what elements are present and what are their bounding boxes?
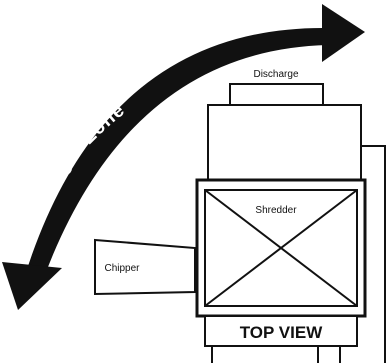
side-rail — [360, 145, 386, 363]
chipper: Chipper — [94, 238, 196, 296]
shredder-label: Shredder — [255, 205, 297, 216]
shredder-inner-frame — [204, 189, 358, 307]
chipper-chute — [94, 238, 196, 296]
arrowhead-right — [322, 4, 365, 62]
shredder-label-background — [246, 202, 306, 216]
upper-housing — [207, 104, 362, 182]
chipper-label: Chipper — [104, 263, 140, 274]
shredder: Shredder — [195, 178, 367, 318]
top-view-caption: TOP VIEW — [204, 315, 358, 347]
shredder-diagonal-2 — [204, 189, 358, 307]
discharge-label: Discharge — [253, 69, 298, 80]
discharge-box — [229, 83, 324, 107]
arrowhead-left — [2, 262, 62, 310]
base-legs — [211, 346, 341, 363]
discharge: Discharge — [229, 69, 324, 107]
top-view-box — [204, 315, 358, 347]
danger-zone-arc — [22, 27, 328, 288]
top-view-label: TOP VIEW — [240, 323, 323, 342]
